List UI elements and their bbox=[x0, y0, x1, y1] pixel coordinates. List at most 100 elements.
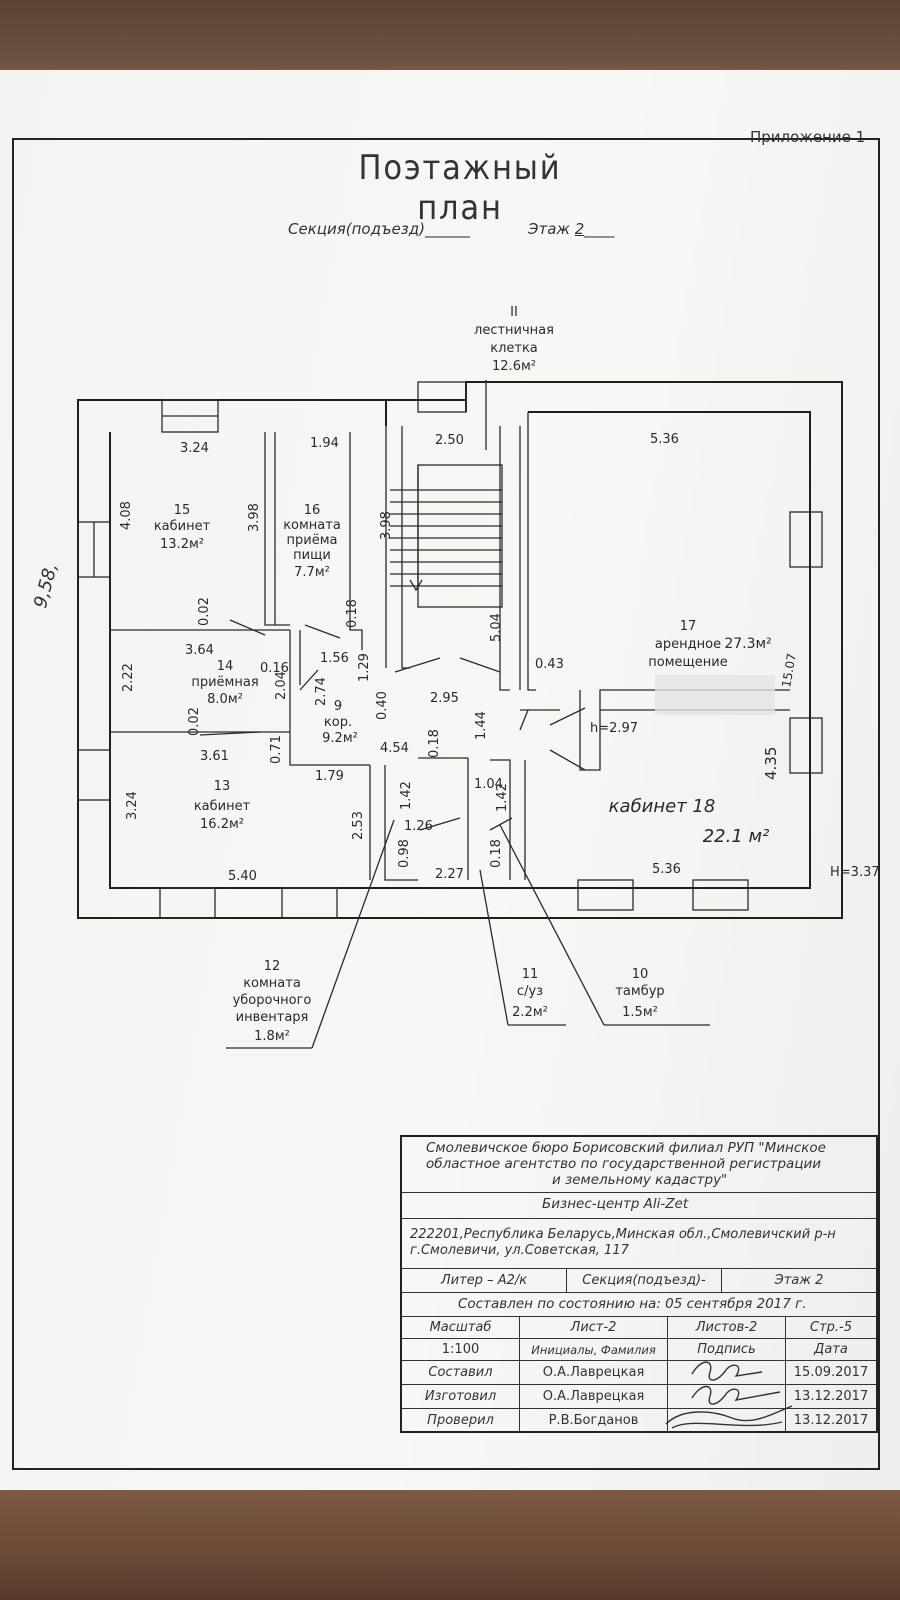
svg-text:3.61: 3.61 bbox=[200, 749, 229, 764]
correction-patch bbox=[655, 675, 775, 715]
svg-text:3.98: 3.98 bbox=[247, 503, 262, 532]
svg-text:уборочного: уборочного bbox=[233, 993, 312, 1008]
svg-text:0.02: 0.02 bbox=[187, 707, 202, 736]
svg-text:0.18: 0.18 bbox=[427, 729, 442, 758]
drawing-frame bbox=[12, 138, 880, 1470]
svg-text:7.7м²: 7.7м² bbox=[294, 565, 330, 580]
svg-text:1.5м²: 1.5м² bbox=[622, 1005, 658, 1020]
svg-text:инвентаря: инвентаря bbox=[236, 1010, 309, 1025]
svg-text:9: 9 bbox=[334, 699, 342, 714]
svg-text:II: II bbox=[510, 305, 518, 320]
svg-text:2.04: 2.04 bbox=[274, 671, 289, 700]
signatures bbox=[665, 1361, 793, 1429]
tb-row-compiled: Составил О.А.Лаврецкая 15.09.2017 bbox=[402, 1361, 876, 1385]
svg-text:приёма: приёма bbox=[287, 533, 338, 548]
svg-text:лестничная: лестничная bbox=[474, 323, 554, 338]
svg-text:арендное: арендное bbox=[655, 637, 721, 652]
room-14: 14 приёмная 8.0м² bbox=[191, 659, 258, 707]
section-field: Секция(подъезд)______ bbox=[288, 220, 470, 238]
svg-text:приёмная: приёмная bbox=[191, 675, 258, 690]
tb-row-checked: Проверил Р.В.Богданов 13.12.2017 bbox=[402, 1409, 876, 1431]
svg-text:16.2м²: 16.2м² bbox=[200, 817, 244, 832]
svg-text:2.74: 2.74 bbox=[314, 677, 329, 706]
svg-text:12: 12 bbox=[264, 959, 281, 974]
room-15: 15 кабинет 13.2м² bbox=[154, 503, 211, 552]
svg-text:1.94: 1.94 bbox=[310, 436, 339, 451]
appendix-label: Приложение 1 bbox=[750, 128, 866, 146]
section-label: Секция(подъезд) bbox=[288, 220, 425, 238]
svg-text:кабинет: кабинет bbox=[154, 519, 211, 534]
svg-text:13.2м²: 13.2м² bbox=[160, 537, 204, 552]
tb-object: Бизнес-центр Ali-Zet bbox=[402, 1193, 876, 1219]
svg-text:16: 16 bbox=[304, 503, 321, 518]
tb-header-row: Масштаб Лист-2 Листов-2 Стр.-5 bbox=[402, 1317, 876, 1339]
svg-text:4.54: 4.54 bbox=[380, 741, 409, 756]
svg-text:2.22: 2.22 bbox=[121, 663, 136, 692]
svg-text:17: 17 bbox=[680, 619, 697, 634]
svg-text:0.71: 0.71 bbox=[269, 735, 284, 764]
tb-organization: Смолевичское бюро Борисовский филиал РУП… bbox=[402, 1137, 876, 1193]
dimension-labels: 3.24 1.94 2.50 5.36 4.08 3.98 3.98 0.02 … bbox=[119, 432, 880, 884]
svg-text:9.2м²: 9.2м² bbox=[322, 731, 358, 746]
floor-plan: 3.24 1.94 2.50 5.36 4.08 3.98 3.98 0.02 … bbox=[77, 305, 880, 1049]
tb-row-made: Изготовил О.А.Лаврецкая 13.12.2017 bbox=[402, 1385, 876, 1409]
staircase bbox=[390, 464, 503, 608]
svg-text:4.08: 4.08 bbox=[119, 501, 134, 530]
svg-text:2.53: 2.53 bbox=[351, 811, 366, 840]
svg-text:27.3м²: 27.3м² bbox=[724, 636, 771, 652]
svg-text:11: 11 bbox=[522, 967, 539, 982]
svg-text:0.18: 0.18 bbox=[345, 599, 360, 628]
windows bbox=[77, 381, 823, 919]
svg-text:h=2.97: h=2.97 bbox=[590, 721, 638, 736]
svg-text:15.07: 15.07 bbox=[779, 652, 799, 688]
room-16: 16 комната приёма пищи 7.7м² bbox=[283, 503, 341, 580]
svg-text:2.95: 2.95 bbox=[430, 691, 459, 706]
tb-columns-row: 1:100 Инициалы, Фамилия Подпись Дата bbox=[402, 1339, 876, 1361]
room-stairwell: II лестничная клетка 12.6м² bbox=[474, 305, 554, 374]
svg-text:0.02: 0.02 bbox=[197, 597, 212, 626]
room-11: 11 с/уз 2.2м² bbox=[512, 967, 548, 1020]
room-17: 17 арендное помещение 27.3м² bbox=[648, 619, 771, 670]
svg-text:2.50: 2.50 bbox=[435, 433, 464, 448]
svg-text:3.64: 3.64 bbox=[185, 643, 214, 658]
svg-text:0.43: 0.43 bbox=[535, 657, 564, 672]
svg-text:4.35: 4.35 bbox=[762, 747, 780, 780]
svg-text:5.04: 5.04 bbox=[489, 613, 504, 642]
signature-cell bbox=[668, 1385, 786, 1408]
svg-text:1.42: 1.42 bbox=[399, 781, 414, 810]
svg-text:3.24: 3.24 bbox=[125, 791, 140, 820]
svg-text:2.2м²: 2.2м² bbox=[512, 1005, 548, 1020]
svg-text:помещение: помещение bbox=[648, 655, 727, 670]
svg-text:0.16: 0.16 bbox=[260, 661, 289, 676]
svg-text:5.40: 5.40 bbox=[228, 869, 257, 884]
svg-text:0.98: 0.98 bbox=[397, 839, 412, 868]
room-13: 13 кабинет 16.2м² bbox=[194, 779, 251, 832]
room-9: 9 кор. 9.2м² bbox=[322, 699, 358, 746]
svg-text:10: 10 bbox=[632, 967, 649, 982]
svg-text:2.27: 2.27 bbox=[435, 867, 464, 882]
leader-lines bbox=[226, 380, 710, 1049]
svg-text:5.36: 5.36 bbox=[652, 862, 681, 877]
svg-text:1.79: 1.79 bbox=[315, 769, 344, 784]
tb-liter-row: Литер – А2/к Секция(подъезд)- Этаж 2 bbox=[402, 1269, 876, 1293]
tb-state-row: Составлен по состоянию на: 05 сентября 2… bbox=[402, 1293, 876, 1317]
floor-label: Этаж bbox=[528, 220, 570, 238]
svg-text:15: 15 bbox=[174, 503, 191, 518]
svg-text:H=3.37: H=3.37 bbox=[830, 865, 880, 880]
room-labels: 15 кабинет 13.2м² 16 комната приёма пищи… bbox=[154, 305, 772, 1044]
table-surface bbox=[0, 1488, 900, 1600]
svg-text:с/уз: с/уз bbox=[517, 984, 543, 999]
svg-text:1.44: 1.44 bbox=[474, 711, 489, 740]
svg-text:тамбур: тамбур bbox=[615, 984, 664, 999]
svg-text:комната: комната bbox=[243, 976, 301, 991]
room-18: кабинет 18 22.1 м² bbox=[609, 796, 770, 847]
page-title: Поэтажный план bbox=[358, 148, 562, 228]
tb-address: 222201,Республика Беларусь,Минская обл.,… bbox=[402, 1219, 876, 1269]
svg-text:3.98: 3.98 bbox=[379, 511, 394, 540]
svg-text:22.1 м²: 22.1 м² bbox=[703, 826, 770, 847]
svg-text:пищи: пищи bbox=[293, 548, 331, 563]
svg-text:кабинет 18: кабинет 18 bbox=[609, 796, 716, 817]
svg-text:5.36: 5.36 bbox=[650, 432, 679, 447]
room-10: 10 тамбур 1.5м² bbox=[615, 967, 664, 1020]
svg-text:кор.: кор. bbox=[324, 715, 352, 730]
